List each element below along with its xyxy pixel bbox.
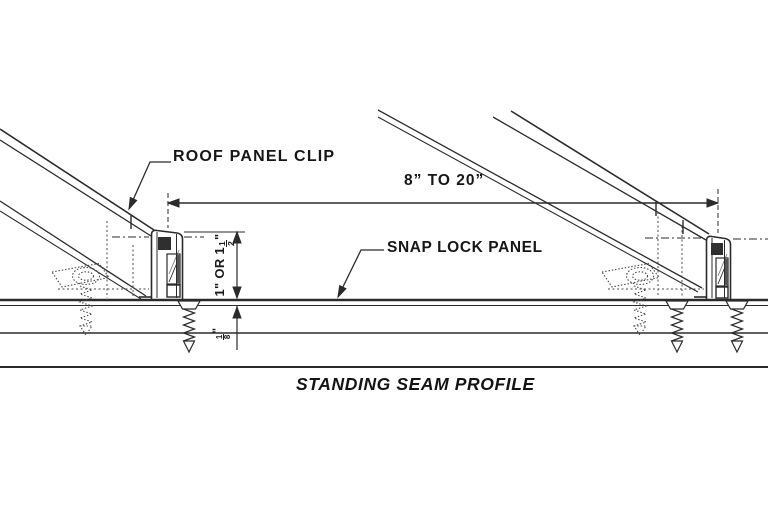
left-seam-assembly — [0, 128, 204, 354]
left-clip-hidden-edges — [58, 221, 149, 298]
seam-height-arrow-bottom — [232, 286, 242, 300]
roof-clip-leader-arrow — [128, 196, 138, 211]
right-clip-fastener-screw — [601, 262, 660, 336]
right-cap-centerline — [645, 237, 768, 240]
spacing-dimension-label: 8” TO 20” — [404, 172, 485, 189]
roof-panel-clip-label: ROOF PANEL CLIP — [173, 148, 336, 165]
fraction-denominator: 2 — [226, 240, 237, 247]
panel-offset-suffix: " — [210, 327, 224, 334]
right-seam-cap — [694, 235, 732, 301]
fraction-denominator: 8 — [223, 334, 233, 340]
offset-dimension-lines — [232, 305, 242, 350]
seam-height-dimension-lines — [184, 230, 245, 300]
seam-height-suffix: " — [212, 233, 227, 240]
seam-height-prefix: 1" OR 1 — [212, 247, 227, 297]
deck-lines — [0, 298, 768, 368]
left-panel-rib — [0, 128, 155, 237]
left-clip-base-outline — [51, 262, 110, 288]
diagram-title: STANDING SEAM PROFILE — [296, 374, 535, 394]
right-panel-pan-edge — [377, 109, 703, 293]
spacing-dimension-lines — [166, 189, 720, 233]
right-clip-base-outline — [601, 262, 660, 288]
left-panel-pan-edge — [0, 200, 147, 300]
callout-leaders — [128, 161, 384, 299]
left-seam-cap — [139, 229, 184, 301]
left-clip-fastener-screw — [51, 262, 110, 336]
snap-lock-leader-arrow — [337, 284, 347, 299]
offset-arrow-top — [232, 305, 242, 319]
snap-lock-leader — [337, 249, 384, 298]
right-deck-screw-inner — [664, 300, 690, 354]
spacing-arrow-left — [166, 198, 180, 208]
right-clip-hidden-edges — [608, 212, 704, 297]
spacing-arrow-right — [706, 198, 720, 208]
snap-lock-panel-label: SNAP LOCK PANEL — [387, 239, 543, 256]
right-deck-screw-outer — [724, 300, 750, 354]
right-seam-assembly — [377, 109, 768, 354]
right-panel-rib — [492, 110, 710, 241]
roof-clip-leader — [128, 161, 171, 210]
left-deck-screw — [176, 300, 202, 354]
seam-height-arrow-top — [232, 230, 242, 244]
